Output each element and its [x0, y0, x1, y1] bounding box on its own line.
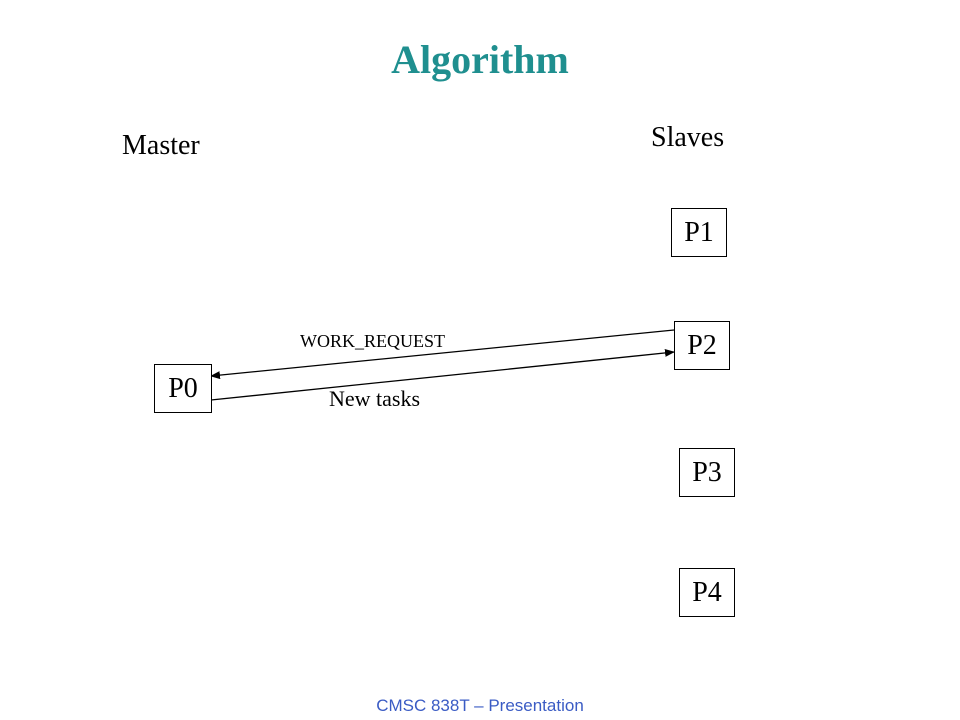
work-request-arrow: [210, 329, 675, 380]
node-p1: P1: [671, 208, 727, 257]
slide-title: Algorithm: [391, 37, 569, 82]
node-p4: P4: [679, 568, 735, 617]
new-tasks-arrow: [210, 348, 675, 401]
footer-text: CMSC 838T – Presentation: [376, 696, 584, 715]
node-p0: P0: [154, 364, 212, 413]
node-p2: P2: [674, 321, 730, 370]
master-label: Master: [122, 130, 200, 161]
slaves-label: Slaves: [651, 122, 725, 153]
node-p3: P3: [679, 448, 735, 497]
new-tasks-label: New tasks: [329, 386, 421, 411]
work-request-label: WORK_REQUEST: [300, 331, 445, 351]
